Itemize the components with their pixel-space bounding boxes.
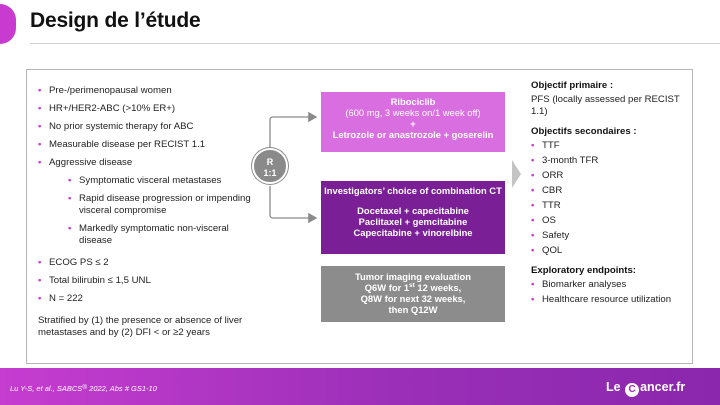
criteria-item: Pre-/perimenopausal women: [38, 85, 263, 97]
chevron-right-icon: [512, 160, 521, 188]
randomization-ratio: 1:1: [263, 168, 277, 178]
secondary-endpoint-item: TTF: [531, 140, 691, 152]
exploratory-endpoints-heading: Exploratory endpoints:: [531, 265, 637, 276]
criteria-sub-item: Rapid disease progression or impending v…: [68, 193, 263, 217]
exploratory-endpoint-item: Healthcare resource utilization: [531, 294, 691, 306]
content-frame: [26, 69, 693, 364]
title-accent-bar: [0, 4, 16, 44]
arm1-dose: (600 mg, 3 weeks on/1 week off): [345, 107, 481, 118]
logo-text-left: Le: [606, 380, 621, 394]
primary-endpoint-heading: Objectif primaire :: [531, 80, 614, 91]
criteria-item: No prior systemic therapy for ABC: [38, 121, 263, 133]
footer-bar: Lu Y-S, et al., SABCS® 2022, Abs # GS1-1…: [0, 368, 720, 405]
arm-chemotherapy: Investigators’ choice of combination CT …: [321, 181, 505, 254]
imaging-schedule-1-sup: st: [409, 282, 415, 289]
title-divider: [30, 43, 720, 44]
endpoints-panel: Objectif primaire : PFS (locally assesse…: [531, 80, 691, 314]
secondary-endpoint-item: Safety: [531, 230, 691, 242]
exploratory-endpoints-list: Biomarker analyses Healthcare resource u…: [531, 279, 691, 306]
tumor-imaging-box: Tumor imaging evaluation Q6W for 1st 12 …: [321, 266, 505, 322]
primary-endpoint-text: PFS (locally assessed per RECIST 1.1): [531, 94, 680, 117]
arm1-drug: Ribociclib: [390, 96, 436, 107]
criteria-sub-item: Markedly symptomatic non-visceral diseas…: [68, 223, 263, 247]
criteria-list: Pre-/perimenopausal women HR+/HER2-ABC (…: [38, 85, 263, 305]
criteria-item: ECOG PS ≤ 2: [38, 257, 263, 269]
arm2-heading: Investigators’ choice of combination CT: [324, 185, 502, 196]
footer-reference-text: Lu Y-S, et al., SABCS: [10, 384, 83, 393]
logo-mark-icon: C: [625, 383, 640, 397]
arm2-spacer: [321, 196, 505, 205]
arm1-combo: Letrozole or anastrozole + goserelin: [332, 129, 494, 140]
arm-ribociclib: Ribociclib (600 mg, 3 weeks on/1 week of…: [321, 92, 505, 152]
arm2-line: Paclitaxel + gemcitabine: [358, 216, 468, 227]
footer-reference-sup: ®: [82, 384, 88, 391]
randomization-letter: R: [266, 157, 274, 167]
arm2-line: Docetaxel + capecitabine: [357, 205, 469, 216]
imaging-schedule-1-text: Q6W for 1: [364, 282, 410, 293]
criteria-item: Measurable disease per RECIST 1.1: [38, 139, 263, 151]
imaging-schedule-1-rest: 12 weeks,: [414, 282, 462, 293]
criteria-item: Total bilirubin ≤ 1,5 UNL: [38, 275, 263, 287]
stratification-note: Stratified by (1) the presence or absenc…: [38, 315, 243, 338]
criteria-item: HR+/HER2-ABC (>10% ER+): [38, 103, 263, 115]
secondary-endpoints-list: TTF 3-month TFR ORR CBR TTR OS Safety QO…: [531, 140, 691, 257]
imaging-schedule-3: then Q12W: [388, 304, 438, 315]
footer-reference-rest: 2022, Abs # GS1-10: [87, 384, 157, 393]
secondary-endpoint-item: ORR: [531, 170, 691, 182]
imaging-schedule-2: Q8W for next 32 weeks,: [360, 293, 466, 304]
secondary-endpoint-item: QOL: [531, 245, 691, 257]
inclusion-criteria: Pre-/perimenopausal women HR+/HER2-ABC (…: [38, 85, 263, 339]
arm2-line: Capecitabine + vinorelbine: [353, 227, 473, 238]
slide-title: Design de l’étude: [30, 9, 201, 32]
secondary-endpoint-item: CBR: [531, 185, 691, 197]
arm1-plus: +: [410, 118, 416, 129]
logo-text-right: ancer.fr: [640, 380, 686, 394]
secondary-endpoint-item: OS: [531, 215, 691, 227]
footer-reference: Lu Y-S, et al., SABCS® 2022, Abs # GS1-1…: [10, 384, 157, 393]
exploratory-endpoint-item: Biomarker analyses: [531, 279, 691, 291]
randomization-badge: R 1:1: [252, 148, 288, 184]
imaging-title: Tumor imaging evaluation: [355, 271, 471, 282]
imaging-schedule-1: Q6W for 1st 12 weeks,: [321, 282, 505, 293]
secondary-endpoints-heading: Objectifs secondaires :: [531, 126, 637, 137]
secondary-endpoint-item: 3-month TFR: [531, 155, 691, 167]
criteria-item: N = 222: [38, 293, 263, 305]
secondary-endpoint-item: TTR: [531, 200, 691, 212]
criteria-sub-item: Symptomatic visceral metastases: [68, 175, 263, 187]
criteria-item: Aggressive disease: [38, 157, 263, 169]
